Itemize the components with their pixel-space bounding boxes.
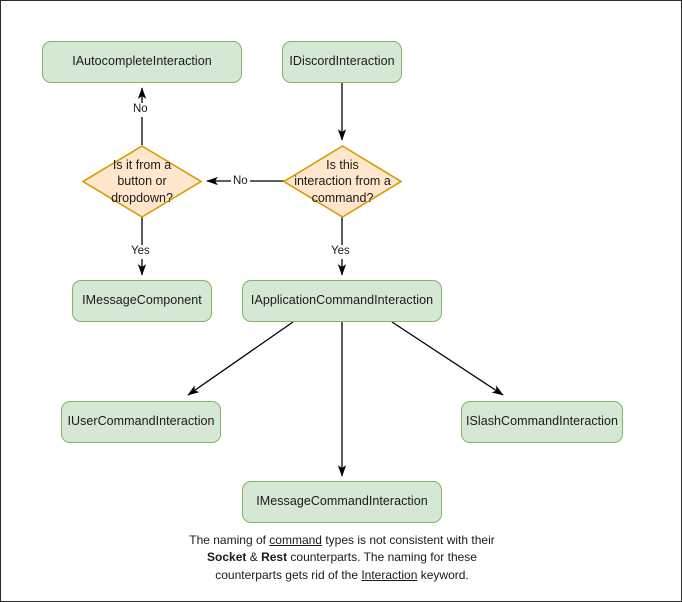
node-decision-interaction-from-command[interactable]: Is this interaction from a command?	[283, 145, 402, 218]
edge-appcommand-to-slashcommand	[391, 321, 504, 396]
footnote-rest-bold: Rest	[261, 550, 288, 565]
decision-interaction-from-command-label: Is this interaction from a command?	[294, 157, 391, 205]
edge-label-no-decision-chain: No	[231, 175, 250, 189]
footnote-socket-bold: Socket	[207, 550, 247, 565]
diamond-shape-icon	[283, 145, 402, 218]
footnote-line3-underlined: Interaction	[361, 567, 418, 582]
node-slash-command-interaction[interactable]: ISlashCommandInteraction	[461, 401, 623, 443]
edge-label-yes-message-component: Yes	[129, 245, 152, 259]
footnote-line-2: Socket & Rest counterparts. The naming f…	[121, 549, 563, 566]
diamond-shape-icon	[82, 145, 202, 218]
footnote-line3-part-b: keyword.	[417, 567, 469, 582]
node-user-command-interaction[interactable]: IUserCommandInteraction	[61, 401, 221, 443]
node-message-component[interactable]: IMessageComponent	[72, 280, 212, 322]
node-message-command-interaction[interactable]: IMessageCommandInteraction	[242, 481, 442, 523]
footnote-line1-part-a: The naming of	[189, 533, 270, 547]
edge-label-no-autocomplete: No	[131, 103, 150, 117]
node-application-command-interaction[interactable]: IApplicationCommandInteraction	[242, 280, 442, 322]
decision-button-or-dropdown-label: Is it from a button or dropdown?	[111, 157, 173, 205]
footnote-line2-part-c: counterparts. The naming for these	[287, 550, 477, 565]
footnote-line-3: counterparts gets rid of the Interaction…	[121, 567, 563, 584]
edge-appcommand-to-usercommand	[187, 321, 294, 396]
footnote-line-1: The naming of command types is not consi…	[121, 532, 563, 549]
edge-label-yes-app-command: Yes	[329, 245, 352, 259]
node-discord-interaction[interactable]: IDiscordInteraction	[282, 41, 402, 83]
node-autocomplete-interaction[interactable]: IAutocompleteInteraction	[42, 41, 242, 83]
footnote-line2-amp: &	[246, 550, 262, 565]
node-decision-button-or-dropdown[interactable]: Is it from a button or dropdown?	[82, 145, 202, 218]
footnote-line1-part-b: types is not consistent with their	[321, 533, 495, 547]
footnote-text: The naming of command types is not consi…	[121, 532, 563, 584]
footnote-line1-underlined: command	[269, 533, 322, 547]
footnote-line3-part-a: counterparts gets rid of the	[215, 567, 362, 582]
